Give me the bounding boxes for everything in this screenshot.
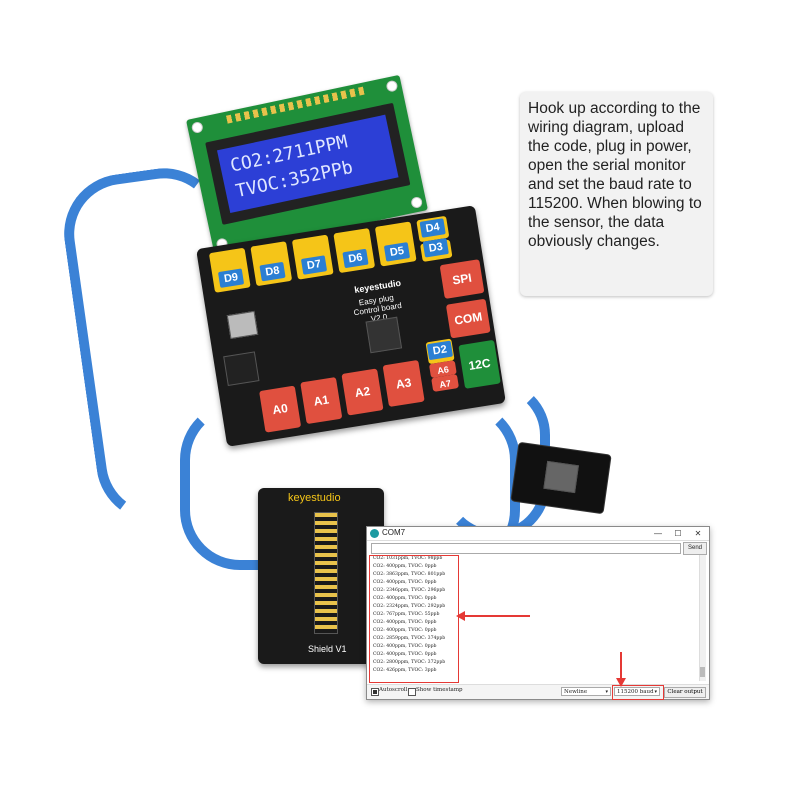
send-button[interactable]: Send [683, 542, 707, 555]
output-line: CO2: 400ppm, TVOC: 0ppb [373, 644, 437, 649]
send-input[interactable] [371, 543, 681, 554]
output-line: CO2: 426ppm, TVOC: 3ppb [373, 668, 437, 673]
output-line: CO2: 2800ppm, TVOC: 372ppb [373, 660, 446, 665]
serial-monitor-window: COM7 — ☐ ✕ Send CO2: 1031ppm, TVOC: 98pp… [366, 526, 710, 700]
output-line: CO2: 2859ppm, TVOC: 374ppb [373, 636, 446, 641]
shield-label: Shield V1 [308, 644, 347, 654]
port-d5: D5 [374, 221, 417, 267]
shield-board: keyestudio Shield V1 [258, 488, 384, 664]
chevron-down-icon: ▾ [605, 689, 608, 695]
maximize-button[interactable]: ☐ [674, 529, 682, 538]
arduino-icon [370, 529, 379, 538]
serial-output: CO2: 1031ppm, TVOC: 98ppb CO2: 400ppm, T… [371, 555, 697, 681]
port-spi: SPI [439, 259, 485, 299]
port-d9: D9 [208, 247, 251, 293]
baud-select[interactable]: 115200 baud ▾ [614, 687, 660, 696]
minimize-button[interactable]: — [654, 529, 662, 538]
mount-hole [410, 195, 424, 210]
port-label: D5 [383, 242, 411, 262]
port-label: D2 [426, 340, 454, 361]
output-highlight [369, 555, 459, 683]
timestamp-checkbox[interactable] [408, 688, 416, 696]
clear-output-button[interactable]: Clear output [664, 687, 706, 698]
arrow-head [616, 678, 626, 687]
sensor-chip [543, 460, 579, 494]
instruction-card: Hook up according to the wiring diagram,… [520, 92, 713, 296]
output-line: CO2: 767ppm, TVOC: 55ppb [373, 612, 440, 617]
output-line: CO2: 400ppm, TVOC: 0ppb [373, 620, 437, 625]
port-label: D7 [300, 255, 328, 275]
port-a7: A7 [431, 374, 460, 392]
port-d3: D3 [420, 237, 453, 262]
output-line: CO2: 2346ppm, TVOC: 296ppb [373, 588, 446, 593]
output-line: CO2: 400ppm, TVOC: 0ppb [373, 628, 437, 633]
output-line: CO2: 1031ppm, TVOC: 98ppb [373, 556, 443, 561]
port-label: D4 [419, 218, 446, 238]
port-label: D8 [259, 261, 286, 282]
line-ending-value: Newline [564, 689, 588, 695]
lcd-screen: CO2:2711PPM TVOC:352PPb [216, 114, 399, 213]
output-line: CO2: 400ppm, TVOC: 0ppb [373, 652, 437, 657]
port-a2: A2 [341, 368, 384, 416]
baud-highlight [612, 685, 664, 700]
mount-hole [385, 79, 399, 93]
monitor-footer: Autoscroll Show timestamp Newline ▾ 1152… [367, 684, 709, 700]
port-a1: A1 [300, 377, 343, 425]
close-button[interactable]: ✕ [694, 529, 702, 538]
shield-pins [314, 512, 338, 634]
port-label: D6 [342, 248, 369, 269]
arrow-head [456, 611, 465, 621]
output-line: CO2: 3863ppm, TVOC: 801ppb [373, 572, 446, 577]
autoscroll-label: Autoscroll [379, 687, 408, 693]
port-a0: A0 [259, 385, 302, 433]
power-jack [223, 351, 260, 387]
port-label: D3 [422, 237, 449, 258]
baud-value: 115200 baud [617, 689, 654, 695]
port-d8: D8 [250, 241, 293, 287]
vertical-scrollbar[interactable] [699, 555, 706, 681]
scrollbar-thumb[interactable] [700, 667, 705, 677]
port-label: D9 [217, 268, 245, 288]
output-line: CO2: 400ppm, TVOC: 0ppb [373, 580, 437, 585]
port-com: COM [445, 298, 491, 339]
port-i2c: 12C [458, 339, 501, 389]
usb-port [226, 310, 259, 340]
output-line: CO2: 400ppm, TVOC: 0ppb [373, 564, 437, 569]
window-title: COM7 [382, 528, 406, 537]
arrow-to-output [460, 615, 530, 617]
chevron-down-icon: ▾ [654, 689, 657, 695]
instruction-text: Hook up according to the wiring diagram,… [528, 100, 702, 250]
arrow-to-baud [620, 652, 622, 682]
port-d7: D7 [291, 234, 334, 280]
output-line: CO2: 400ppm, TVOC: 0ppb [373, 596, 437, 601]
gas-sensor [510, 441, 612, 515]
timestamp-label: Show timestamp [416, 687, 463, 693]
autoscroll-checkbox[interactable] [371, 688, 379, 696]
output-line: CO2: 2324ppm, TVOC: 292ppb [373, 604, 446, 609]
mcu-chip [365, 316, 403, 354]
title-bar: COM7 — ☐ ✕ [367, 527, 709, 541]
line-ending-select[interactable]: Newline ▾ [561, 687, 611, 696]
mount-hole [190, 120, 204, 135]
port-d6: D6 [333, 227, 376, 274]
port-a3: A3 [382, 359, 425, 408]
shield-brand: keyestudio [288, 492, 341, 504]
